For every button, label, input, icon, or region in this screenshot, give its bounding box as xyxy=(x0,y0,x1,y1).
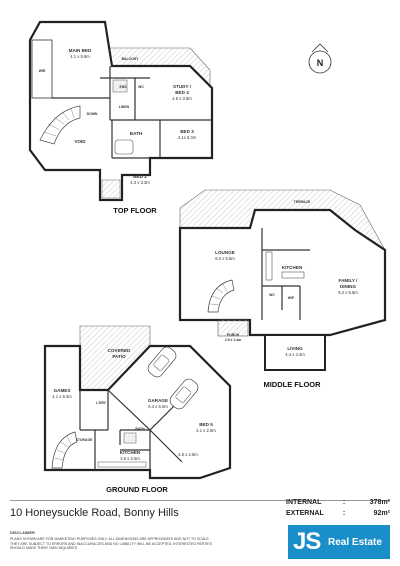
living-room xyxy=(264,334,326,371)
lounge-label: LOUNGE xyxy=(215,250,235,255)
bed3-label: BED 3 xyxy=(180,129,194,134)
family-dims: 9.2 x 6.6m xyxy=(338,290,358,295)
study-label: STUDY / xyxy=(173,84,192,89)
balcony-label: BALCONY xyxy=(122,57,140,61)
top-floor-deck xyxy=(101,179,121,199)
living-dims: 4.4 x 3.4m xyxy=(285,352,305,357)
family-label: FAMILY / xyxy=(339,278,359,283)
floor-plan: MAIN BED 4.1 x 5.8m BALCONY WIR ENS WC L… xyxy=(28,20,387,494)
internal-area-label: INTERNAL xyxy=(286,499,322,506)
footer-divider xyxy=(10,500,390,501)
ground-kitchen-dims: 3.6 x 2.5m xyxy=(120,456,140,461)
porch-label: PORCH xyxy=(227,333,240,337)
top-stair xyxy=(39,105,81,145)
void-label: VOID xyxy=(74,139,86,144)
covered-patio-label-2: PATIO xyxy=(112,354,126,359)
covered-patio-label: COVERED xyxy=(108,348,131,353)
middle-kitchen-label: KITCHEN xyxy=(282,265,303,270)
middle-wc-label: WC xyxy=(269,293,275,297)
external-area-label: EXTERNAL xyxy=(286,510,324,517)
compass: N xyxy=(308,43,332,74)
kitchen-bench xyxy=(265,251,273,281)
internal-area-value: 378m² xyxy=(369,499,390,506)
top-bath-label: BATH xyxy=(130,131,143,136)
disclaimer-title: DISCLAIMER xyxy=(10,530,35,535)
storage-label: STORAGE xyxy=(76,438,93,442)
games-label: GAMES xyxy=(54,388,71,393)
ground-room-dims: 4.5 x 2.5m xyxy=(178,452,198,457)
porch xyxy=(217,319,249,337)
agency-logo-mark: JS xyxy=(293,528,321,555)
area-summary: INTERNAL : 378m² EXTERNAL : 92m² xyxy=(286,497,390,519)
top-floor-title: TOP FLOOR xyxy=(113,206,157,215)
external-area-row: EXTERNAL : 92m² xyxy=(286,508,390,519)
bed3-dims: 4.1x 3.3m xyxy=(178,135,197,140)
ens-label: ENS xyxy=(120,85,128,89)
property-address: 10 Honeysuckle Road, Bonny Hills xyxy=(10,507,179,519)
top-floor-outline xyxy=(28,20,214,202)
family-label-2: DINING xyxy=(340,284,357,289)
top-floor: MAIN BED 4.1 x 5.8m BALCONY WIR ENS WC L… xyxy=(28,20,214,215)
internal-area-row: INTERNAL : 378m² xyxy=(286,497,390,508)
ground-bath-label: BATH xyxy=(135,427,145,431)
main-bed-label: MAIN BED xyxy=(69,48,92,53)
car-2 xyxy=(169,378,199,410)
car-1 xyxy=(147,346,177,378)
ground-floor: COVERED PATIO GAMES 4.1 x 9.2m L'DRY GAR… xyxy=(43,325,232,494)
bath-tub xyxy=(114,139,134,155)
study-dims: 4.6 x 3.5m xyxy=(172,96,192,101)
ground-kitchen-label: KITCHEN xyxy=(120,450,141,455)
bed5-label: BED 5 xyxy=(199,422,213,427)
living-label: LIVING xyxy=(287,346,303,351)
external-area-value: 92m² xyxy=(373,510,390,517)
agency-logo-name: Real Estate xyxy=(328,537,382,548)
garage-dims: 6.4 x 6.0m xyxy=(148,404,168,409)
study-label-2: BED 4 xyxy=(175,90,189,95)
down-label: DOWN xyxy=(87,112,98,116)
lounge-dims: 6.0 x 5.5m xyxy=(215,256,235,261)
compass-north-label: N xyxy=(317,58,324,68)
agency-logo: JS Real Estate xyxy=(288,525,390,559)
middle-stair xyxy=(207,279,235,313)
middle-floor: TERRACE LOUNGE 6.0 x 5.5m KITCHEN FAMILY… xyxy=(178,189,387,389)
ground-kitchen-bench xyxy=(97,461,147,468)
ground-floor-title: GROUND FLOOR xyxy=(106,485,168,494)
bed2-label: BED 2 xyxy=(133,174,147,179)
kitchen-island xyxy=(281,271,305,279)
internal-area-separator: : xyxy=(342,499,346,506)
ensuite-shower xyxy=(112,79,128,93)
middle-floor-title: MIDDLE FLOOR xyxy=(263,380,321,389)
wip-label: WIP xyxy=(288,296,295,300)
linen-label: LINEN xyxy=(119,105,130,109)
wir-label: WIR xyxy=(39,69,46,73)
wir-room xyxy=(31,39,53,99)
garage-label: GARAGE xyxy=(148,398,168,403)
ground-bath-shower xyxy=(123,432,137,444)
laundry-label: L'DRY xyxy=(96,401,107,405)
porch-dims: 2.9 x 1.4m xyxy=(225,338,241,342)
terrace-label: TERRACE xyxy=(294,200,311,204)
top-wc-label: WC xyxy=(138,85,144,89)
external-area-separator: : xyxy=(342,510,346,517)
bed2-dims: 4.3 x 3.3m xyxy=(130,180,150,185)
games-dims: 4.1 x 9.2m xyxy=(52,394,72,399)
disclaimer-text: PLANS SHOWN ARE FOR MARKETING PURPOSES O… xyxy=(10,537,213,551)
main-bed-dims: 4.1 x 5.8m xyxy=(70,54,90,59)
bed5-dims: 4.1 x 2.5m xyxy=(196,428,216,433)
